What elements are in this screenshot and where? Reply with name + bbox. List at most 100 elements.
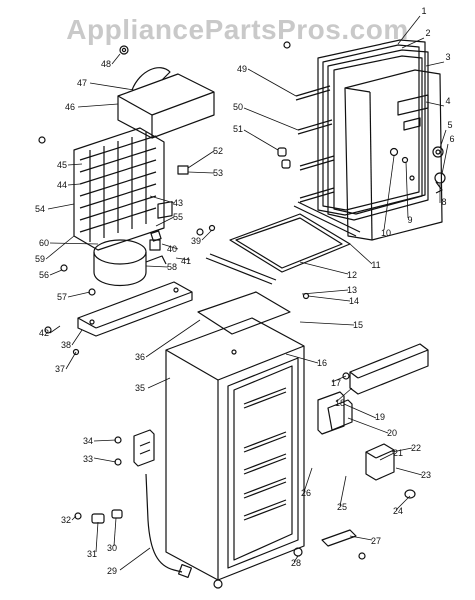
callout-36: 36 bbox=[135, 352, 145, 362]
leader-line-53 bbox=[187, 171, 215, 174]
callout-6: 6 bbox=[449, 134, 454, 144]
callout-10: 10 bbox=[381, 228, 391, 238]
leader-line-48 bbox=[111, 53, 121, 65]
leader-line-26 bbox=[303, 467, 313, 493]
callout-50: 50 bbox=[233, 102, 243, 112]
leader-line-59 bbox=[45, 235, 75, 260]
leader-line-42 bbox=[49, 325, 61, 334]
callout-29: 29 bbox=[107, 566, 117, 576]
callout-4: 4 bbox=[445, 96, 450, 106]
callout-21: 21 bbox=[393, 448, 403, 458]
leader-line-28 bbox=[293, 555, 299, 563]
leader-line-14 bbox=[307, 295, 351, 302]
leader-line-50 bbox=[243, 107, 299, 131]
leader-line-46 bbox=[77, 103, 119, 108]
callout-59: 59 bbox=[35, 254, 45, 264]
door-gasket-part bbox=[317, 39, 426, 216]
leader-line-35 bbox=[147, 377, 171, 389]
callout-9: 9 bbox=[407, 215, 412, 225]
leader-line-10 bbox=[383, 155, 395, 231]
callout-53: 53 bbox=[213, 168, 223, 178]
callout-19: 19 bbox=[375, 412, 385, 422]
cabinet-part bbox=[165, 317, 305, 581]
callout-24: 24 bbox=[393, 506, 403, 516]
leader-line-21 bbox=[379, 452, 395, 461]
leader-line-58 bbox=[145, 265, 169, 268]
callout-32: 32 bbox=[61, 515, 71, 525]
callout-49: 49 bbox=[237, 64, 247, 74]
callout-8: 8 bbox=[441, 197, 446, 207]
callout-51: 51 bbox=[233, 124, 243, 134]
callout-39: 39 bbox=[191, 236, 201, 246]
leader-line-19 bbox=[343, 403, 377, 419]
callout-55: 55 bbox=[173, 212, 183, 222]
shelf-frame-part bbox=[205, 201, 361, 285]
callout-45: 45 bbox=[57, 160, 67, 170]
callout-20: 20 bbox=[387, 428, 397, 438]
leader-line-41 bbox=[175, 257, 191, 261]
callout-11: 11 bbox=[371, 260, 380, 270]
callout-46: 46 bbox=[65, 102, 75, 112]
door-shelf-part bbox=[349, 343, 429, 395]
leader-line-44 bbox=[67, 183, 81, 186]
crisper-cover-part bbox=[197, 291, 291, 335]
leader-line-57 bbox=[67, 291, 91, 298]
callout-2: 2 bbox=[425, 28, 430, 38]
callout-3: 3 bbox=[445, 52, 450, 62]
leader-line-34 bbox=[93, 439, 117, 442]
callout-25: 25 bbox=[337, 502, 347, 512]
leader-line-36 bbox=[145, 319, 201, 358]
leader-line-51 bbox=[243, 129, 279, 151]
leader-line-13 bbox=[301, 289, 349, 295]
callout-58: 58 bbox=[167, 262, 177, 272]
callout-22: 22 bbox=[411, 443, 421, 453]
door-hinge-parts bbox=[389, 146, 446, 194]
leader-line-1 bbox=[397, 15, 421, 45]
callout-28: 28 bbox=[291, 558, 301, 568]
door-outer-part bbox=[344, 69, 443, 241]
leader-line-15 bbox=[299, 321, 355, 326]
leader-line-40 bbox=[161, 243, 179, 250]
callout-48: 48 bbox=[101, 59, 111, 69]
compressor-base-part bbox=[77, 281, 193, 337]
door-panel-part bbox=[327, 49, 429, 221]
callout-37: 37 bbox=[55, 364, 65, 374]
callout-41: 41 bbox=[181, 256, 191, 266]
door-rails-part bbox=[277, 85, 335, 203]
leader-line-25 bbox=[339, 475, 347, 507]
callout-12: 12 bbox=[347, 270, 357, 280]
leader-line-27 bbox=[349, 535, 373, 541]
leader-line-6 bbox=[441, 143, 449, 175]
callout-23: 23 bbox=[421, 470, 431, 480]
callout-18: 18 bbox=[335, 398, 345, 408]
callout-34: 34 bbox=[83, 436, 93, 446]
condenser-coil-part bbox=[73, 127, 165, 251]
callout-13: 13 bbox=[347, 285, 357, 295]
callout-57: 57 bbox=[57, 292, 67, 302]
leader-line-23 bbox=[395, 467, 423, 476]
leader-line-3 bbox=[425, 61, 445, 67]
callout-14: 14 bbox=[349, 296, 359, 306]
callout-35: 35 bbox=[135, 383, 145, 393]
callout-15: 15 bbox=[353, 320, 363, 330]
callout-54: 54 bbox=[35, 204, 45, 214]
leader-line-24 bbox=[395, 495, 411, 511]
callout-40: 40 bbox=[167, 244, 177, 254]
callout-30: 30 bbox=[107, 543, 117, 553]
bottom-hinge-part bbox=[293, 529, 366, 560]
leader-line-4 bbox=[425, 101, 445, 107]
leader-line-18 bbox=[335, 387, 353, 403]
leader-line-38 bbox=[71, 329, 83, 346]
compressor-part bbox=[93, 201, 173, 287]
callout-33: 33 bbox=[83, 454, 93, 464]
callout-16: 16 bbox=[317, 358, 327, 368]
leader-line-47 bbox=[89, 82, 135, 91]
hinge-bracket-part bbox=[317, 391, 353, 435]
leader-line-30 bbox=[113, 517, 117, 547]
leader-line-29 bbox=[119, 547, 151, 571]
leader-line-39 bbox=[201, 229, 213, 241]
evaporator-part bbox=[117, 45, 215, 139]
leader-line-17 bbox=[331, 375, 347, 383]
